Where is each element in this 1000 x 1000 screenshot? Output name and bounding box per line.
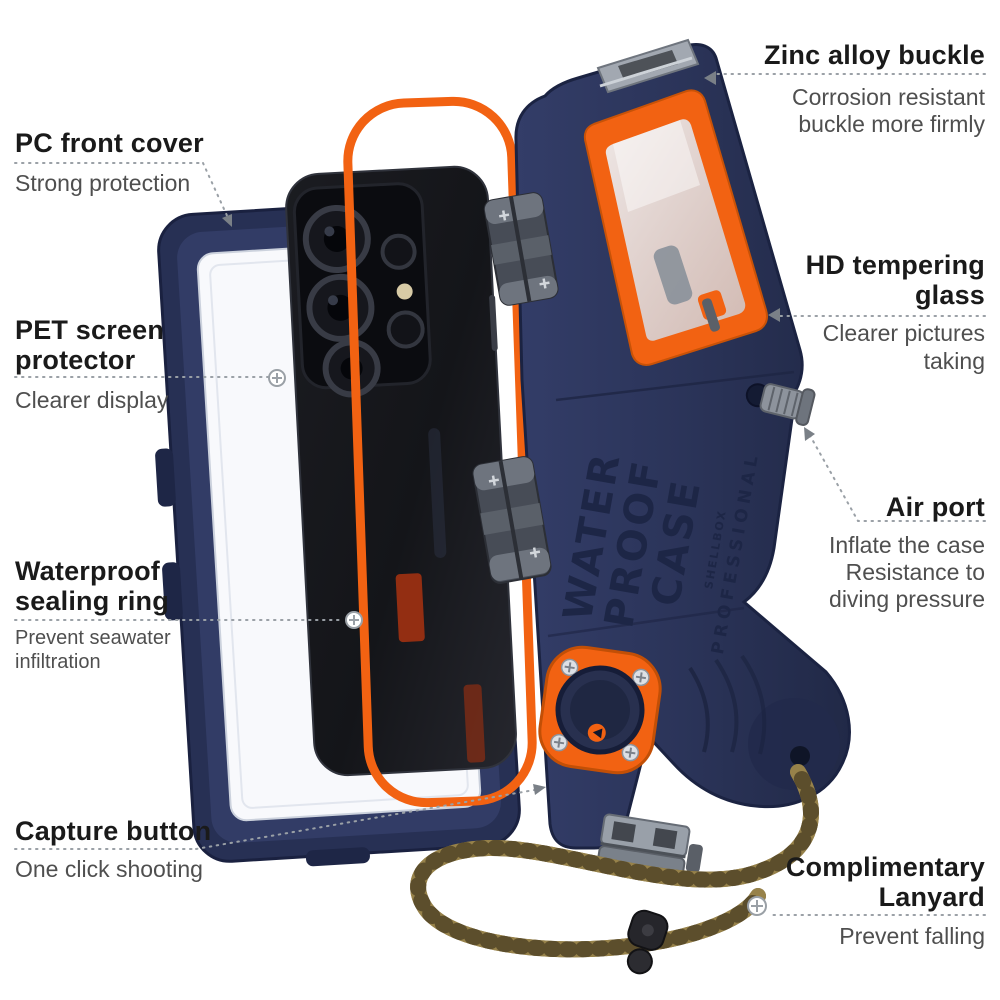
callout-desc: Corrosion resistant buckle more firmly bbox=[791, 84, 985, 138]
callout-desc: Clearer display bbox=[15, 387, 169, 414]
callout-title: PET screen protector bbox=[15, 315, 165, 376]
hinge-top bbox=[483, 192, 559, 306]
callout-title: Complimentary Lanyard bbox=[785, 852, 985, 913]
callout-zinc-alloy-buckle: Zinc alloy buckle Corrosion resistant bu… bbox=[735, 40, 985, 138]
phone-side-button bbox=[489, 294, 498, 351]
waterproof-sealing-ring bbox=[343, 96, 537, 808]
phone-reflection bbox=[463, 684, 486, 763]
callout-desc: Inflate the case Resistance to diving pr… bbox=[829, 532, 985, 613]
zinc-alloy-buckle bbox=[596, 38, 700, 94]
leader-markers bbox=[268, 369, 767, 916]
frame-side-tab bbox=[155, 448, 176, 507]
callout-waterproof-sealing-ring: Waterproof sealing ring Prevent seawater… bbox=[15, 556, 215, 675]
frame-bottom-tab bbox=[305, 847, 370, 867]
case-body bbox=[514, 43, 851, 850]
case-back-shell: WATER PROOF CASE SHELLBOX PROFESSIONAL bbox=[472, 38, 851, 879]
callout-pet-screen-protector: PET screen protector Clearer display bbox=[15, 315, 255, 415]
case-window-glass bbox=[605, 119, 746, 341]
leader-arrowheads bbox=[222, 71, 815, 795]
lanyard-hole bbox=[790, 746, 810, 766]
frame-side-tab bbox=[162, 562, 183, 621]
callout-desc: One click shooting bbox=[15, 856, 203, 883]
callout-desc: Clearer pictures taking bbox=[822, 320, 985, 374]
callout-complimentary-lanyard: Complimentary Lanyard Prevent falling bbox=[770, 852, 985, 951]
callout-desc: Prevent falling bbox=[839, 923, 985, 950]
inner-clip bbox=[653, 245, 693, 305]
phone-reflection bbox=[395, 573, 425, 643]
callout-desc: Prevent seawater infiltration bbox=[15, 627, 171, 674]
leader-lines bbox=[14, 73, 986, 916]
callout-title: HD tempering glass bbox=[805, 250, 985, 311]
capture-button-part bbox=[538, 645, 662, 775]
handle-grip bbox=[688, 654, 840, 790]
hinge-bottom bbox=[472, 456, 552, 584]
callout-title: Waterproof sealing ring bbox=[15, 556, 169, 617]
callout-desc: Strong protection bbox=[15, 170, 191, 197]
bottom-latch bbox=[596, 813, 703, 879]
phone bbox=[285, 165, 517, 777]
lanyard-rope bbox=[410, 764, 819, 958]
lanyard-toggle bbox=[626, 909, 669, 975]
callout-air-port: Air port Inflate the case Resistance to … bbox=[815, 492, 985, 614]
callout-title: Capture button bbox=[15, 816, 212, 846]
callout-title: PC front cover bbox=[15, 128, 204, 158]
phone-reflection bbox=[428, 428, 447, 559]
callout-hd-tempering-glass: HD tempering glass Clearer pictures taki… bbox=[795, 250, 985, 375]
hinge-screws bbox=[488, 475, 541, 558]
callout-capture-button: Capture button One click shooting bbox=[15, 816, 245, 883]
phone-flash bbox=[396, 283, 413, 300]
callout-title: Air port bbox=[885, 492, 985, 522]
callout-pc-front-cover: PC front cover Strong protection bbox=[15, 128, 245, 197]
callout-title: Zinc alloy buckle bbox=[764, 40, 985, 70]
air-port-valve bbox=[745, 383, 816, 426]
hinge-screws bbox=[498, 210, 550, 289]
